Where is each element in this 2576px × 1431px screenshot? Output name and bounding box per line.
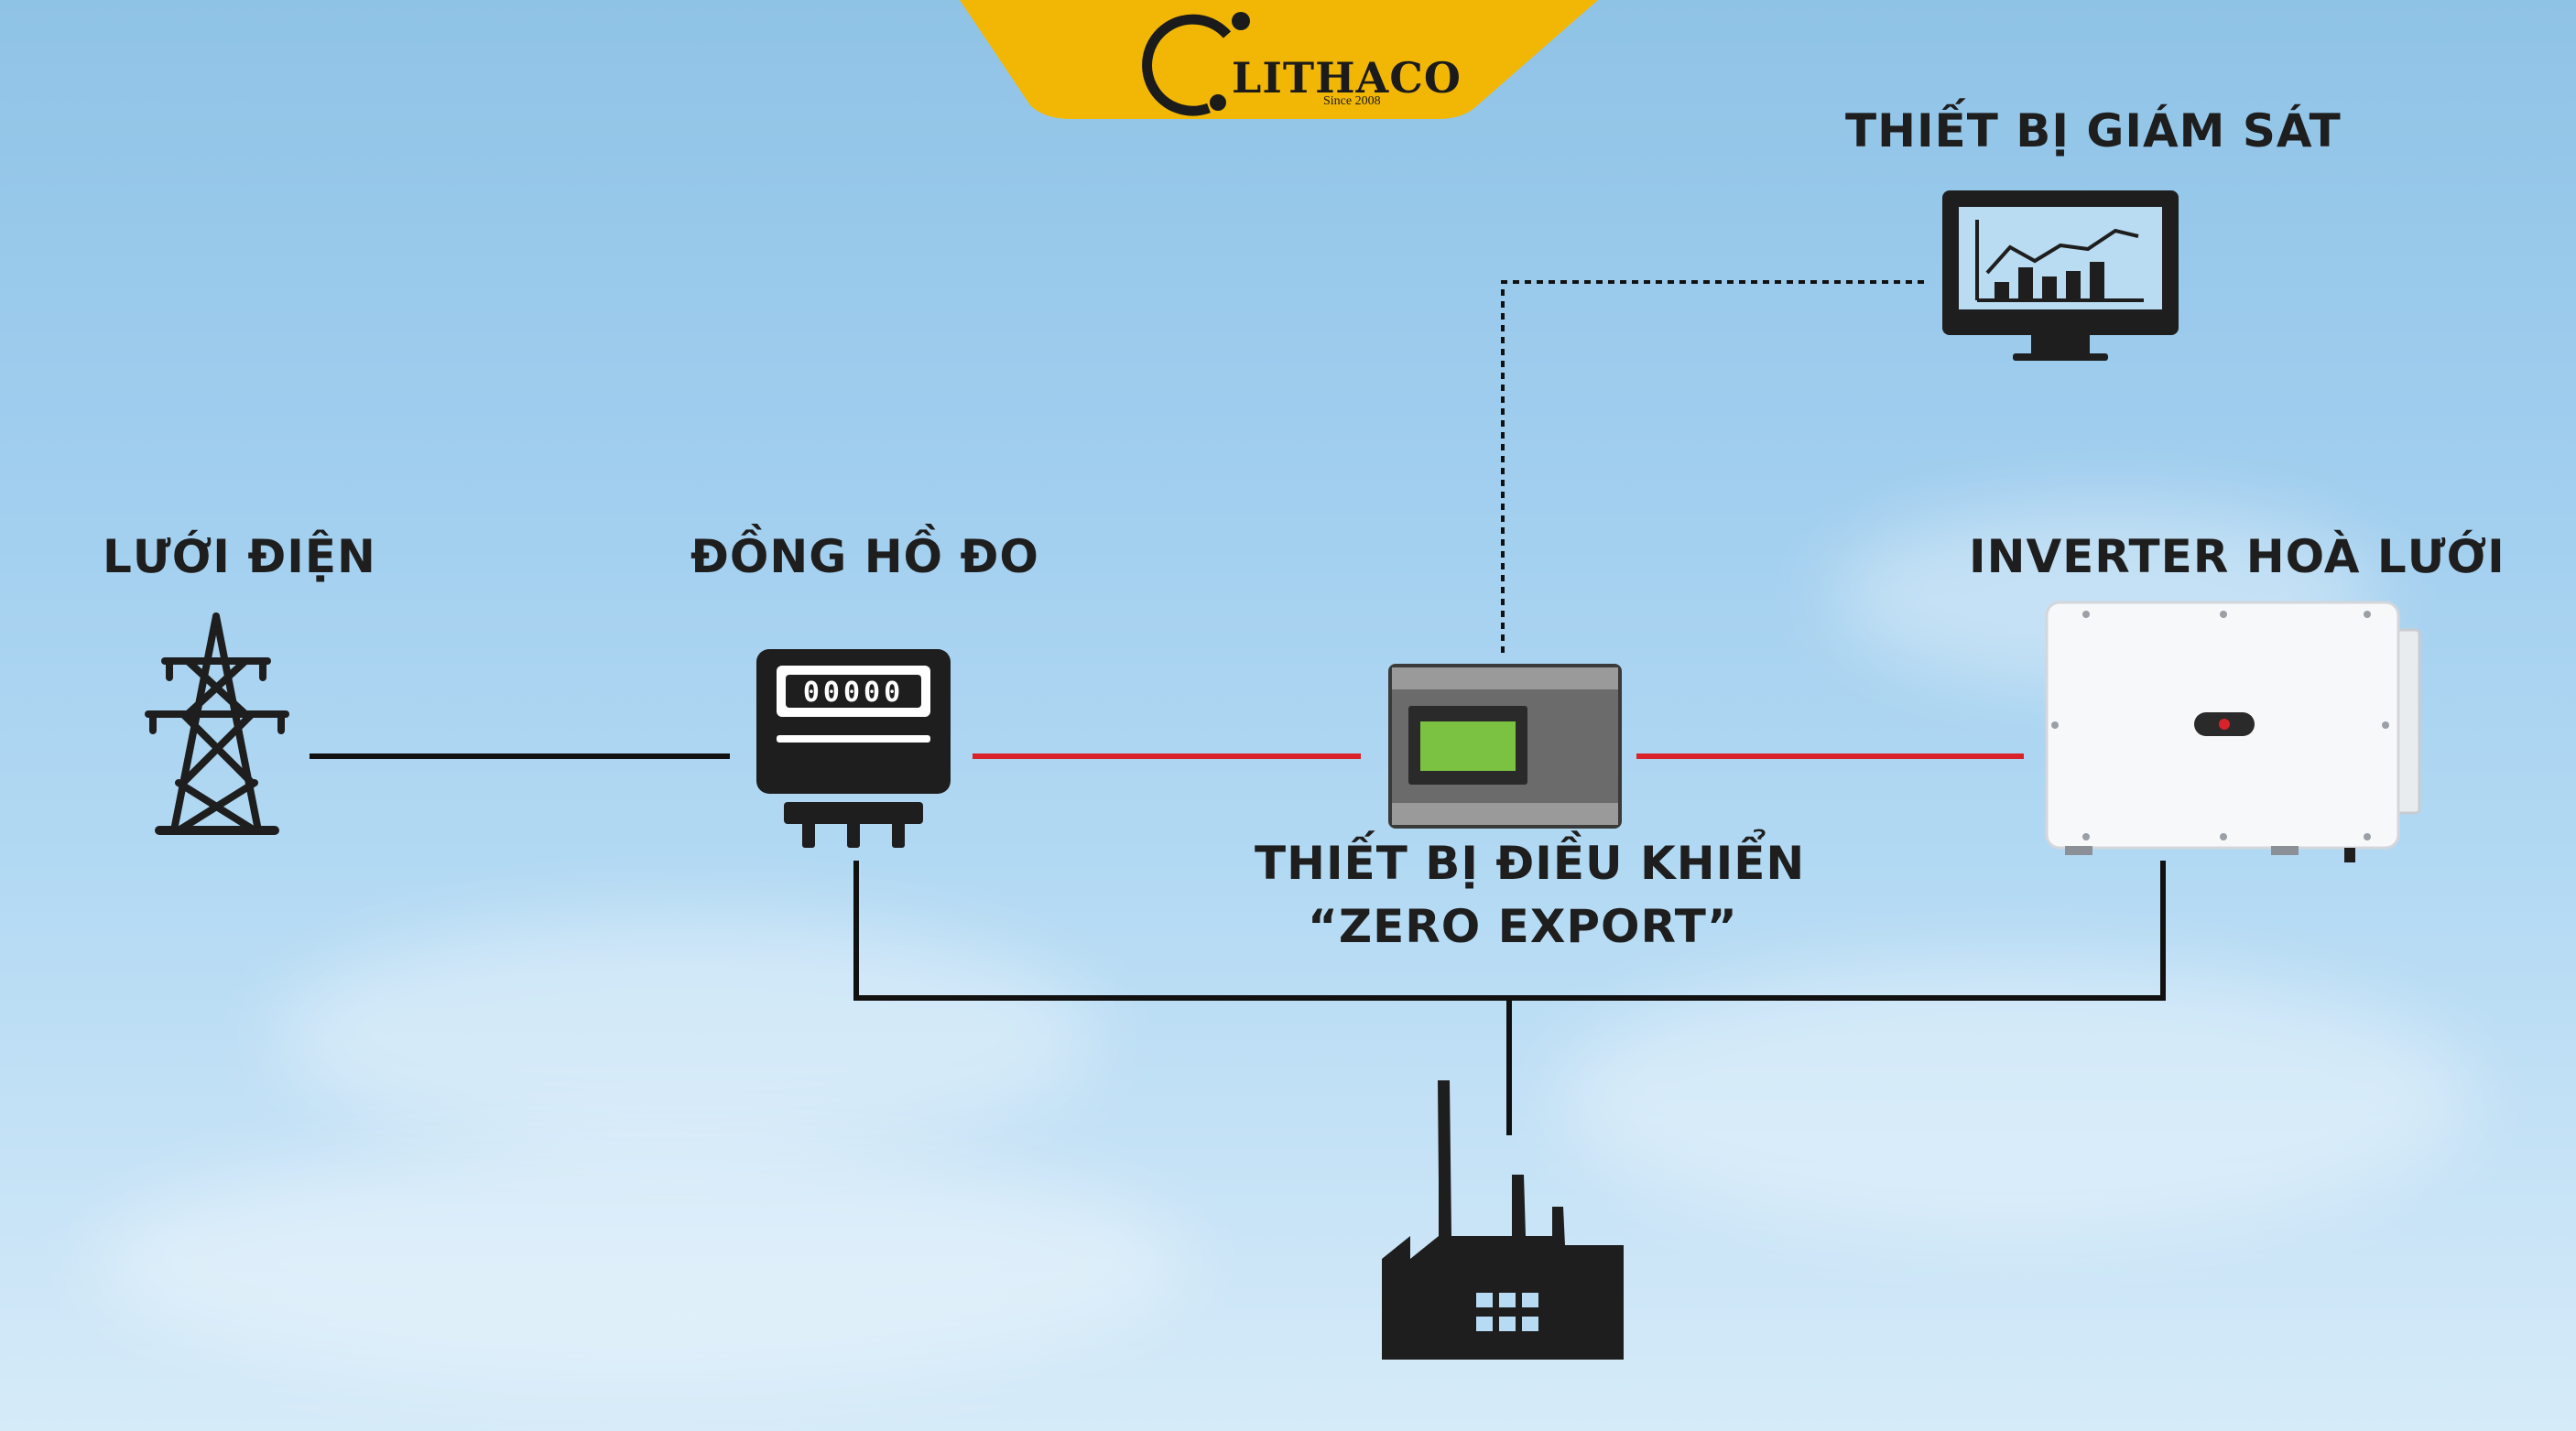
brand-name: LITHACO (1232, 53, 1462, 103)
controller-to-monitor-dashed-line (1501, 280, 1929, 653)
controller-label-line1: THIẾT BỊ ĐIỀU KHIỂN (1255, 837, 1806, 890)
logo-icon (1142, 12, 1250, 116)
controller-label-line2: “ZERO EXPORT” (1308, 900, 1738, 953)
inverter-label: INVERTER HOÀ LƯỚI (1969, 530, 2505, 583)
cloud (1557, 961, 2473, 1236)
logo-banner (960, 0, 1598, 119)
inverter-icon (2045, 601, 2421, 862)
monitor-label: THIẾT BỊ GIÁM SÁT (1845, 104, 2342, 157)
cloud (275, 916, 1099, 1154)
cloud (92, 1144, 1190, 1382)
brand-tagline: Since 2008 (1323, 94, 1381, 108)
meter-display: 00000 (803, 677, 904, 709)
meter-label: ĐỒNG HỒ ĐO (690, 530, 1039, 583)
transmission-tower-icon (145, 613, 289, 835)
electric-meter-icon: 00000 (756, 649, 951, 848)
monitor-chart-icon (1942, 190, 2179, 361)
factory-icon (1382, 1080, 1624, 1360)
grid-label: LƯỚI ĐIỆN (103, 530, 376, 583)
controller-device-icon (1388, 664, 1622, 829)
